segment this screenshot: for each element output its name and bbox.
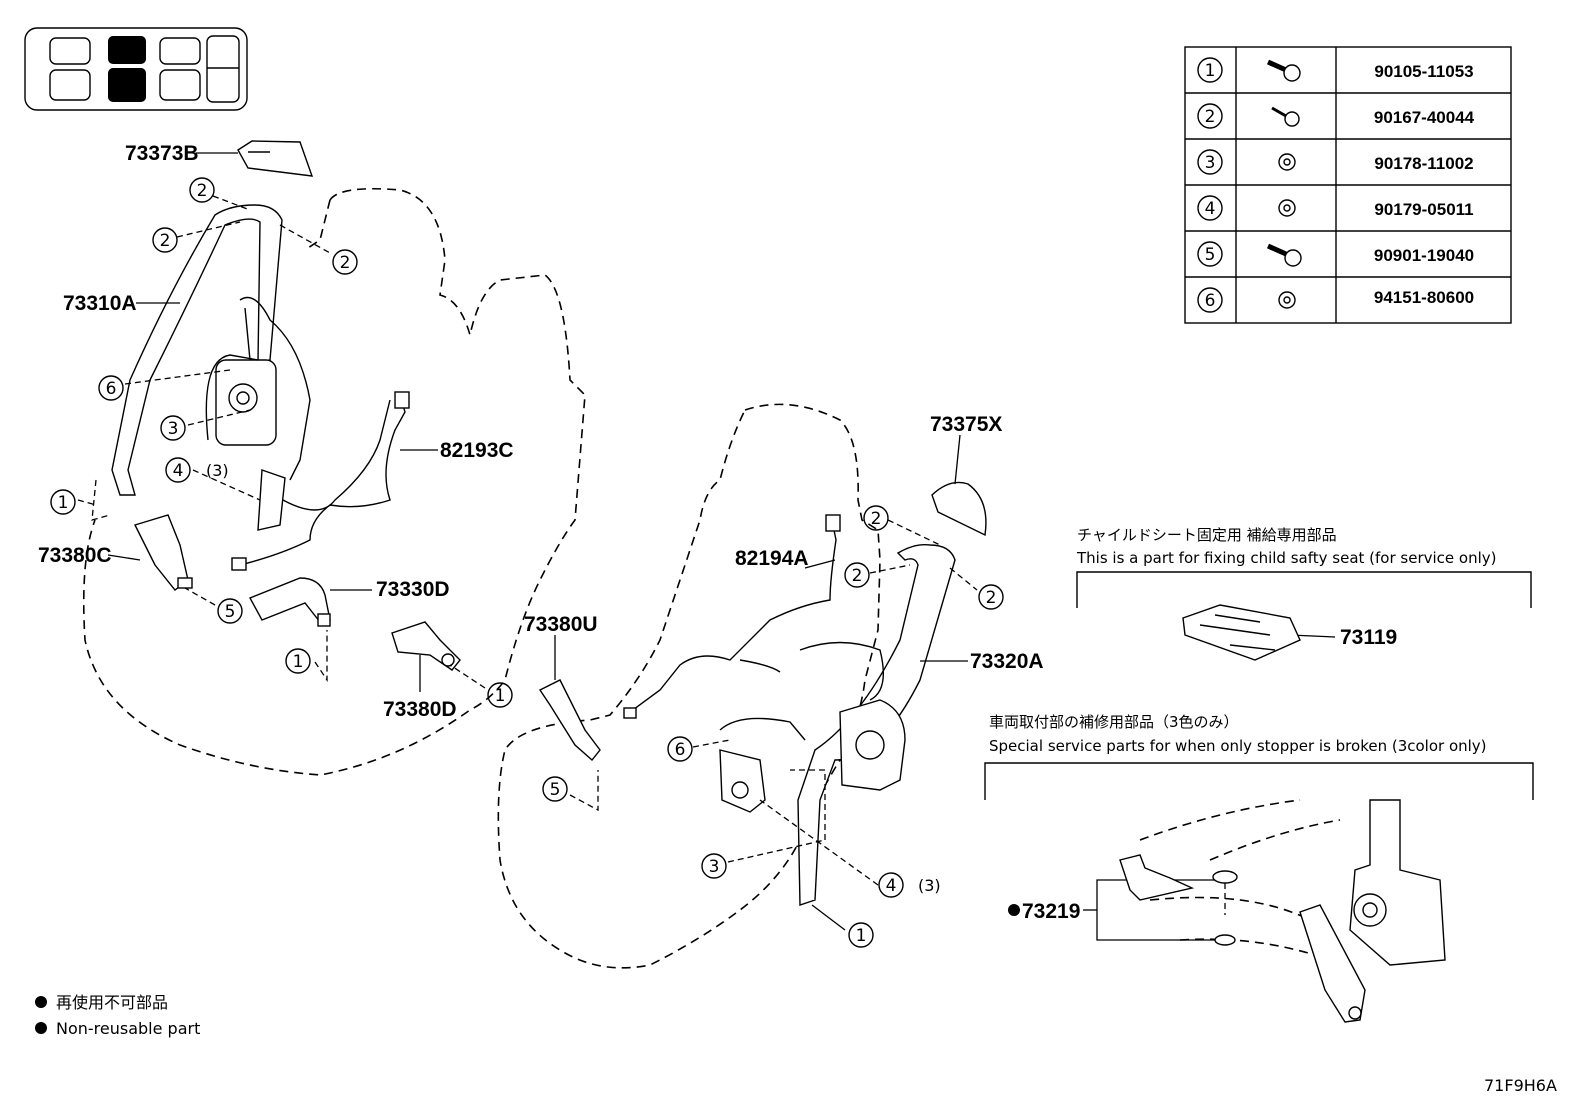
cover-73375x — [931, 481, 987, 537]
legend-bullet-en — [35, 1022, 47, 1034]
buckle-73380c — [134, 514, 193, 591]
callout-2: 2 — [197, 181, 208, 201]
callout-3: 3 — [168, 419, 179, 439]
callout-2: 2 — [160, 231, 171, 251]
table-part-number: 90901-19040 — [1374, 246, 1474, 265]
bolt-icon — [1266, 59, 1301, 82]
bolt-icon — [1266, 243, 1302, 267]
buckle-73380d — [391, 621, 461, 671]
table-ref: 4 — [1205, 199, 1216, 219]
label-82193c: 82193C — [440, 439, 514, 462]
qty-label: (3) — [918, 876, 941, 895]
table-part-number: 90105-11053 — [1374, 62, 1473, 81]
callout-1: 1 — [856, 926, 867, 946]
legend-en: Non-reusable part — [56, 1019, 200, 1038]
legend-bullet-jp — [35, 996, 47, 1008]
callout-2: 2 — [340, 253, 351, 273]
table-ref: 2 — [1205, 107, 1216, 127]
note-child-seat-jp: チャイルドシート固定用 補給専用部品 — [1077, 526, 1337, 544]
nut-icon — [1278, 153, 1296, 171]
note-stopper-jp: 車両取付部の補修用部品（3色のみ） — [989, 713, 1239, 731]
table-part-number: 90178-11002 — [1374, 154, 1473, 173]
label-73375x: 73375X — [930, 413, 1002, 436]
callout-4: 4 — [886, 876, 897, 896]
plate-73119 — [1182, 604, 1301, 661]
label-73380c: 73380C — [38, 544, 112, 567]
table-part-number: 94151-80600 — [1374, 288, 1474, 307]
child-seat-part-group — [1076, 571, 1532, 661]
harness-82194a — [623, 514, 841, 719]
note-stopper-en: Special service parts for when only stop… — [989, 737, 1487, 755]
label-73380d: 73380D — [383, 698, 457, 721]
callout-1: 1 — [495, 686, 506, 706]
callout-1: 1 — [58, 493, 69, 513]
label-73373b: 73373B — [125, 142, 199, 165]
callout-2: 2 — [986, 588, 997, 608]
diagram-code: 71F9H6A — [1484, 1076, 1557, 1095]
note-child-seat-en: This is a part for fixing child safty se… — [1076, 549, 1496, 567]
nut-icon — [1278, 291, 1296, 309]
table-ref: 6 — [1205, 291, 1216, 311]
right-seat-outline — [497, 403, 881, 969]
label-73320a: 73320A — [970, 650, 1044, 673]
table-ref: 3 — [1205, 153, 1216, 173]
seat-position-key — [24, 27, 248, 111]
legend-jp: 再使用不可部品 — [56, 993, 168, 1012]
callout-5: 5 — [550, 780, 561, 800]
cover-73373b — [237, 140, 314, 177]
parts-table — [1184, 46, 1512, 324]
nut-icon — [1278, 199, 1296, 217]
callout-3: 3 — [709, 857, 720, 877]
right-belt-assy — [719, 543, 956, 906]
table-part-number: 90179-05011 — [1374, 200, 1473, 219]
label-82194a: 82194A — [735, 547, 809, 570]
harness-82193c — [231, 391, 410, 571]
label-73330d: 73330D — [376, 578, 450, 601]
screw-icon — [1271, 106, 1300, 127]
table-ref: 5 — [1205, 245, 1216, 265]
callout-5: 5 — [225, 602, 236, 622]
callout-2: 2 — [852, 566, 863, 586]
left-seat-outline — [82, 187, 586, 776]
stopper-service-group — [984, 762, 1534, 1023]
label-73119: 73119 — [1340, 626, 1397, 649]
callout-4: 4 — [173, 461, 184, 481]
callout-2: 2 — [871, 509, 882, 529]
label-73310a: 73310A — [63, 292, 137, 315]
label-73380u: 73380U — [524, 613, 598, 636]
buckle-73330d — [249, 577, 331, 627]
table-part-number: 90167-40044 — [1374, 108, 1475, 127]
buckle-73380u — [538, 679, 601, 762]
callout-1: 1 — [293, 652, 304, 672]
left-belt-assy — [111, 204, 391, 531]
callout-6: 6 — [106, 379, 117, 399]
callout-6: 6 — [675, 740, 686, 760]
callout-circles — [50, 177, 1004, 948]
label-73219: 73219 — [1022, 900, 1080, 923]
qty-label: (3) — [206, 461, 229, 480]
table-ref: 1 — [1205, 61, 1216, 81]
